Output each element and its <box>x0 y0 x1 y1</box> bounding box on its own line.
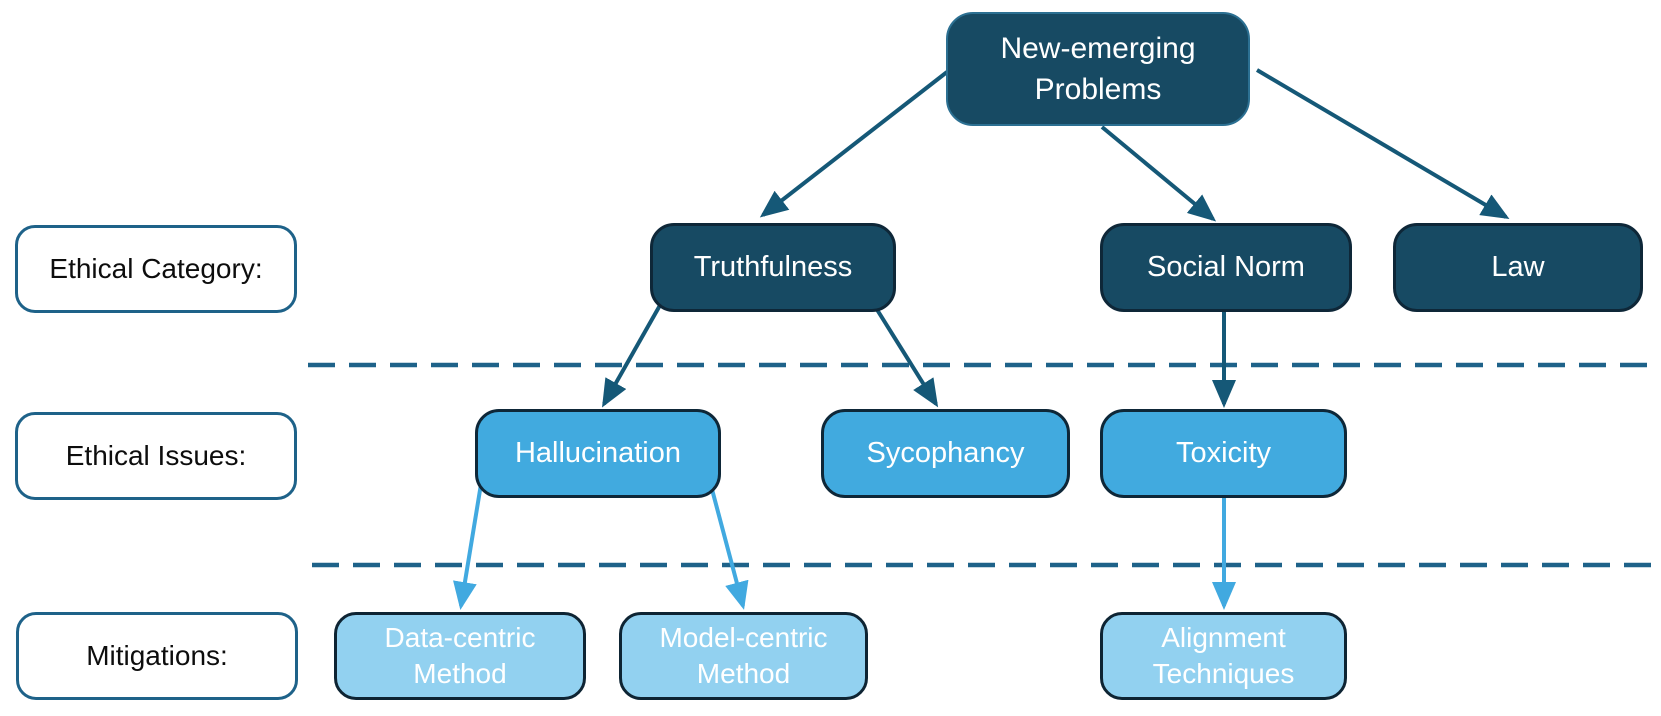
node-alignment-techniques-label: Alignment Techniques <box>1152 622 1295 689</box>
node-model-centric-method: Model-centric Method <box>619 612 868 700</box>
node-truthfulness: Truthfulness <box>650 223 896 312</box>
node-data-centric-method: Data-centric Method <box>334 612 586 700</box>
node-data-centric-method-label: Data-centric Method <box>384 622 536 689</box>
node-social-norm: Social Norm <box>1100 223 1352 312</box>
row-label-ethical-category-text: Ethical Category: <box>49 253 263 284</box>
node-hallucination: Hallucination <box>475 409 721 498</box>
node-law: Law <box>1393 223 1643 312</box>
row-label-mitigations: Mitigations: <box>16 612 298 700</box>
row-label-ethical-category: Ethical Category: <box>15 225 297 313</box>
node-sycophancy-label: Sycophancy <box>866 437 1025 469</box>
node-sycophancy: Sycophancy <box>821 409 1070 498</box>
arrow-root-to-social-norm <box>1100 125 1217 222</box>
arrow-hallucination-to-model-centric <box>707 477 749 610</box>
node-social-norm-label: Social Norm <box>1147 251 1305 283</box>
arrow-root-to-law <box>1255 68 1510 220</box>
arrow-hallucination-to-data-centric <box>453 477 484 610</box>
node-hallucination-label: Hallucination <box>514 437 682 469</box>
row-label-mitigations-text: Mitigations: <box>86 640 228 671</box>
row-label-ethical-issues-text: Ethical Issues: <box>65 440 247 471</box>
node-alignment-techniques: Alignment Techniques <box>1100 612 1347 700</box>
node-law-label: Law <box>1491 251 1545 283</box>
node-new-emerging-problems-label: New-emerging Problems <box>1000 32 1196 106</box>
node-new-emerging-problems: New-emerging Problems <box>946 12 1250 126</box>
node-toxicity-label: Toxicity <box>1175 437 1272 469</box>
node-truthfulness-label: Truthfulness <box>693 251 853 283</box>
arrow-truthfulness-to-sycophancy <box>869 298 939 408</box>
arrow-root-to-truthfulness <box>759 70 949 218</box>
arrow-truthfulness-to-hallucination <box>602 299 665 408</box>
node-model-centric-method-label: Model-centric Method <box>659 622 828 689</box>
row-label-ethical-issues: Ethical Issues: <box>15 412 297 500</box>
node-toxicity: Toxicity <box>1100 409 1347 498</box>
